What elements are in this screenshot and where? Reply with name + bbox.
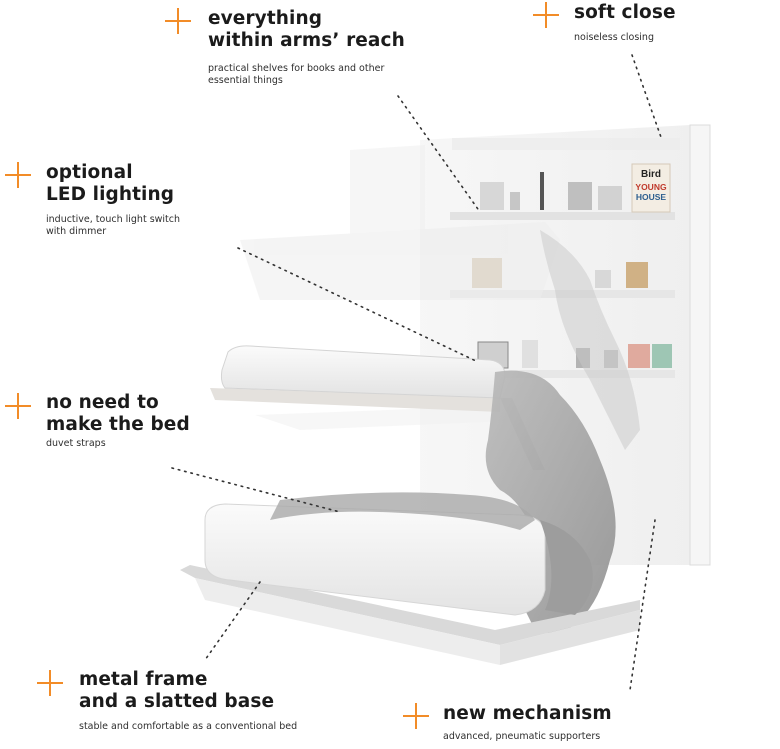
plus-icon [533,2,559,28]
feature-frame-desc: stable and comfortable as a conventional… [79,721,298,732]
plus-icon [5,162,31,188]
shelf-top [450,212,675,220]
feature-reach-title: everything within arms’ reach [208,8,405,51]
book-subtitle-2: HOUSE [636,192,667,202]
feature-led-title: optional LED lighting [46,162,175,205]
feature-soft-close-desc: noiseless closing [574,32,654,43]
ghost-bed-frame [240,145,560,430]
feature-frame-title: metal frame and a slatted base [79,669,275,712]
lower-bed [180,492,640,665]
shelf-book: Bird YOUNG HOUSE [631,163,671,213]
feature-bed-desc: duvet straps [46,438,106,449]
plus-icon [165,8,191,34]
feature-mechanism-title: new mechanism [443,703,612,724]
callout-lines [171,54,663,691]
feature-reach-desc: practical shelves for books and other es… [208,63,385,86]
feature-led-desc: inductive, touch light switch with dimme… [46,214,181,237]
feature-bed-title: no need to make the bed [46,392,190,435]
book-title: Bird [641,169,661,180]
book-subtitle-1: YOUNG [635,182,667,192]
plus-icon [403,703,429,729]
feature-mechanism-desc: advanced, pneumatic supporters [443,731,601,742]
feature-soft-close-title: soft close [574,2,676,23]
shelf-bottom [450,370,675,378]
plus-icon [37,670,63,696]
plus-icon [5,393,31,419]
